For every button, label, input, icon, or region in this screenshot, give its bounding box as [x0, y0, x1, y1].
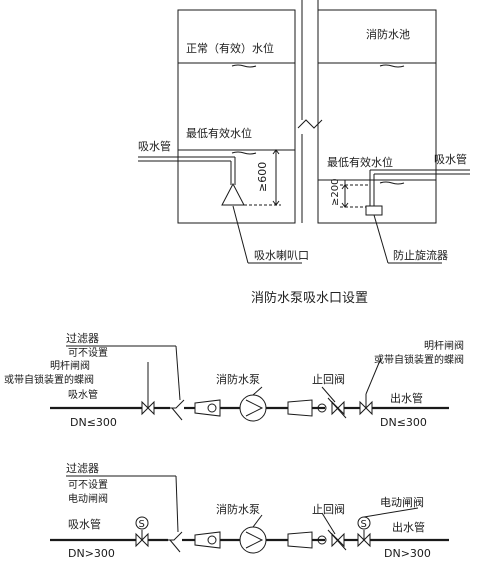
mid-out-dn-label: DN≤300	[380, 416, 427, 429]
mid-optional-label: 可不设置	[68, 347, 108, 359]
suction-pipe-label-left: 吸水管	[138, 139, 171, 153]
motor-icon-left	[135, 516, 149, 530]
mid-gate-valve-label: 明杆闸阀	[50, 359, 90, 372]
mid-butterfly-label: 或带自锁装置的蝶阀	[4, 373, 94, 386]
mid-pump-label: 消防水泵	[216, 372, 260, 386]
filter-icon	[170, 399, 185, 409]
dim-600-label: ≥600	[256, 162, 269, 192]
dim-600	[244, 149, 281, 206]
mid-suction-label: 吸水管	[68, 388, 98, 401]
bot-out-dn-label: DN>300	[384, 547, 431, 560]
bellmouth-icon	[221, 182, 245, 206]
mid-out-butterfly-label: 或带自锁装置的蝶阀	[374, 353, 464, 366]
mid-check-valve-label: 止回阀	[312, 372, 345, 386]
gate-valve-icon-left	[141, 400, 155, 416]
reducer-icon-right	[287, 399, 313, 417]
bot-pump-label: 消防水泵	[216, 502, 260, 516]
bot-suction-label: 吸水管	[68, 517, 101, 531]
middle-pipeline	[50, 394, 449, 422]
left-suction-pipe	[138, 156, 245, 206]
bot-check-valve-label: 止回阀	[312, 502, 345, 516]
gate-valve-icon-right	[359, 400, 373, 416]
mid-out-gate-label: 明杆闸阀	[424, 339, 464, 352]
right-suction-pipe	[365, 169, 470, 216]
svg-text:S: S	[139, 519, 145, 530]
bot-optional-label: 可不设置	[68, 479, 108, 491]
reducer-icon-left	[194, 399, 221, 417]
min-level-label-left: 最低有效水位	[186, 126, 252, 140]
mid-filter-label: 过滤器	[66, 332, 99, 345]
electric-valve-icon-right	[357, 532, 371, 548]
bellmouth-label: 吸水喇叭口	[254, 248, 309, 262]
electric-valve-icon-left	[135, 532, 149, 548]
normal-level-label: 正常（有效）水位	[186, 41, 274, 55]
bot-dn-label: DN>300	[68, 547, 115, 560]
min-level-label-right: 最低有效水位	[327, 155, 393, 169]
svg-text:S: S	[361, 519, 367, 530]
bot-outlet-label: 出水管	[392, 520, 425, 534]
top-caption: 消防水泵吸水口设置	[251, 290, 368, 306]
dim-200-label: ≥200	[330, 179, 341, 206]
bot-filter-label: 过滤器	[66, 462, 99, 475]
mid-dn-label: DN≤300	[70, 416, 117, 429]
pool-label: 消防水池	[366, 27, 410, 41]
vortex-label: 防止旋流器	[393, 248, 448, 262]
vortex-preventer-icon	[365, 205, 383, 216]
filter-icon-bottom	[168, 531, 183, 541]
check-valve-icon-bottom	[331, 532, 345, 548]
mid-outlet-label: 出水管	[390, 391, 423, 405]
check-valve-icon	[331, 400, 345, 416]
right-tank	[317, 9, 437, 224]
suction-pipe-label-right: 吸水管	[434, 152, 467, 166]
bot-out-electric-label: 电动闸阀	[380, 495, 424, 509]
bot-electric-valve-label: 电动闸阀	[68, 492, 108, 505]
dim-200	[340, 180, 370, 208]
